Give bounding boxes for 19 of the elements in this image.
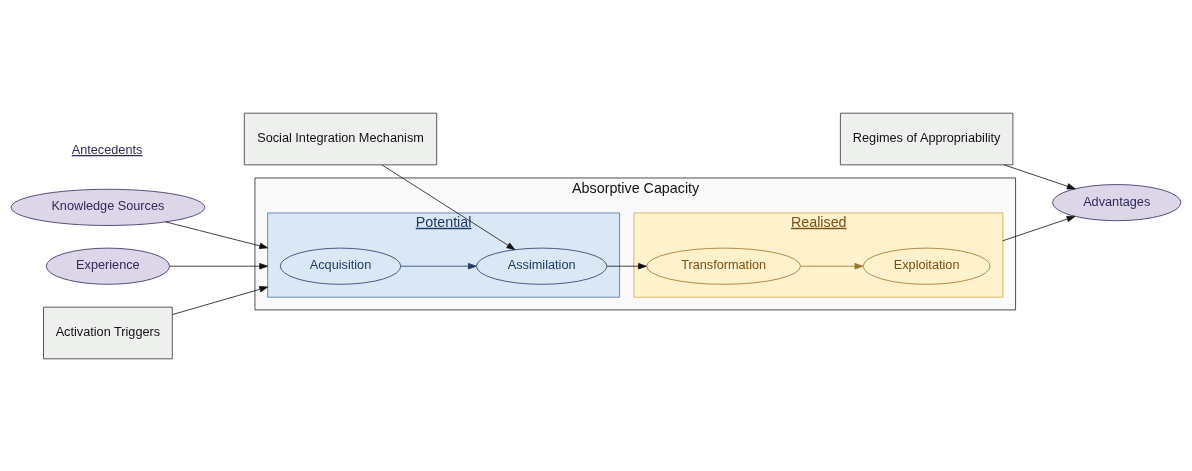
node-box: Activation Triggers	[43, 306, 173, 359]
arrow	[1002, 215, 1076, 241]
node-ellipse: Assimilation	[476, 247, 608, 285]
node-ellipse: Exploitation	[862, 247, 991, 285]
arrow	[172, 285, 269, 315]
arrow	[169, 262, 269, 269]
node-box: Regimes of Appropriability	[840, 112, 1014, 165]
node-ellipse: Experience	[45, 247, 170, 285]
arrow	[381, 164, 516, 250]
arrow	[165, 220, 269, 249]
node-ellipse: Acquisition	[279, 247, 402, 285]
node-ellipse: Transformation	[646, 247, 801, 285]
arrow	[1003, 164, 1076, 189]
arrow	[800, 262, 864, 269]
node-ellipse: Knowledge Sources	[10, 188, 206, 226]
arrow	[606, 262, 647, 269]
node-box: Social Integration Mechanism	[243, 112, 438, 165]
label: Antecedents	[71, 141, 143, 157]
arrow	[400, 262, 477, 269]
